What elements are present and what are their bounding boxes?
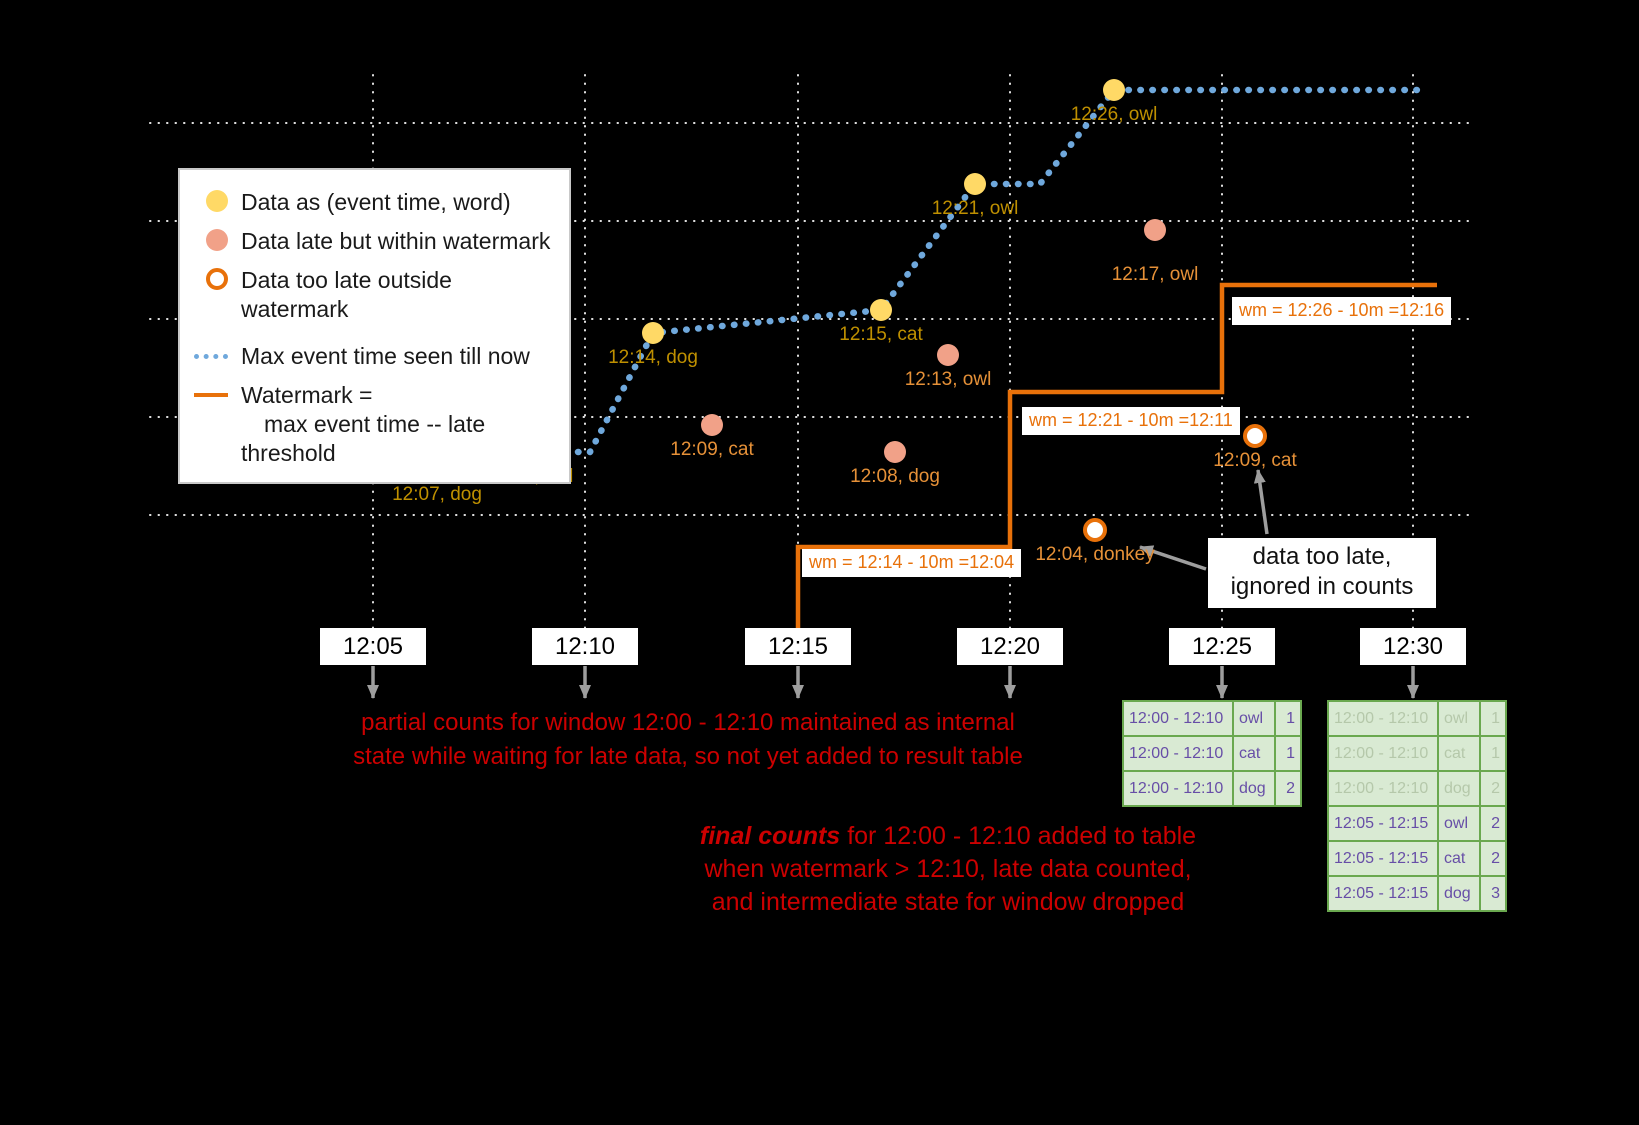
legend-label: Data as (event time, word) — [241, 189, 511, 215]
watermark-label-line1: Watermark = — [241, 382, 373, 408]
note-line: data too late, — [1252, 543, 1392, 570]
note-line: when watermark > 12:10, late data counte… — [704, 855, 1192, 883]
result-table-cell-word: owl — [1439, 807, 1479, 840]
note-line: and intermediate state for window droppe… — [711, 888, 1185, 916]
max-event-time-line — [526, 86, 1424, 456]
result-table-cell-window: 12:00 - 12:10 — [1124, 772, 1232, 805]
legend-item-on-time: Data as (event time, word) — [194, 183, 555, 219]
result-table-cell-window: 12:00 - 12:10 — [1124, 702, 1232, 735]
note-line: state while waiting for late data, so no… — [353, 743, 1023, 770]
result-table-cell-window: 12:00 - 12:10 — [1329, 772, 1437, 805]
watermark-value-label-1: wm = 12:14 - 10m =12:04 — [802, 549, 1022, 577]
result-table-cell-count: 1 — [1276, 702, 1300, 735]
too-late-note: data too late, ignored in counts — [1208, 538, 1436, 608]
result-table-cell-window: 12:00 - 12:10 — [1329, 737, 1437, 770]
axis-arrows — [367, 666, 1419, 699]
note-line: ignored in counts — [1230, 573, 1414, 600]
result-table-cell-word: cat — [1439, 737, 1479, 770]
watermark-line-icon — [194, 393, 228, 397]
legend-item-late: Data late but within watermark — [194, 222, 555, 258]
result-table-cell-window: 12:00 - 12:10 — [1124, 737, 1232, 770]
legend-label: Max event time seen till now — [241, 343, 530, 369]
final-counts-emphasis: final counts — [699, 822, 841, 850]
note-line-rest: for 12:00 - 12:10 added to table — [847, 822, 1197, 850]
result-table-cell-window: 12:05 - 12:15 — [1329, 877, 1437, 910]
watermark-value-label-2: wm = 12:21 - 10m =12:11 — [1022, 407, 1240, 435]
legend-item-max-event-time: Max event time seen till now — [194, 337, 555, 373]
result-table-cell-word: owl — [1234, 702, 1274, 735]
result-table-cell-count: 2 — [1276, 772, 1300, 805]
watermark-line — [795, 282, 1437, 650]
result-table-cell-word: dog — [1439, 772, 1479, 805]
result-table-cell-word: cat — [1439, 842, 1479, 875]
partial-counts-note: partial counts for window 12:00 - 12:10 … — [318, 706, 1058, 774]
result-table-cell-count: 1 — [1276, 737, 1300, 770]
result-table-cell-count: 3 — [1481, 877, 1505, 910]
result-table-cell-count: 2 — [1481, 772, 1505, 805]
result-table-cell-count: 2 — [1481, 842, 1505, 875]
legend-label: Data too late outside watermark — [241, 267, 452, 322]
legend-label: Watermark = max event time -- late thres… — [241, 381, 555, 468]
result-table-cell-window: 12:05 - 12:15 — [1329, 842, 1437, 875]
max-event-time-line-icon — [194, 354, 228, 359]
result-table-cell-word: cat — [1234, 737, 1274, 770]
legend: Data as (event time, word) Data late but… — [178, 168, 571, 484]
watermark-value-label-3: wm = 12:26 - 10m =12:16 — [1232, 297, 1452, 325]
legend-item-watermark: Watermark = max event time -- late thres… — [194, 376, 555, 468]
result-table-cell-word: owl — [1439, 702, 1479, 735]
too-late-pointer-arrows — [1139, 469, 1269, 571]
watermark-label-line2: max event time -- late threshold — [241, 411, 486, 466]
legend-label: Data late but within watermark — [241, 228, 551, 254]
result-table-cell-window: 12:00 - 12:10 — [1329, 702, 1437, 735]
result-table-cell-count: 2 — [1481, 807, 1505, 840]
too-late-ring-icon — [206, 268, 228, 290]
result-table-cell-count: 1 — [1481, 702, 1505, 735]
result-table-cell-word: dog — [1234, 772, 1274, 805]
result-table-cell-word: dog — [1439, 877, 1479, 910]
result-table-cell-count: 1 — [1481, 737, 1505, 770]
note-line: partial counts for window 12:00 - 12:10 … — [361, 709, 1015, 736]
result-table-cell-window: 12:05 - 12:15 — [1329, 807, 1437, 840]
legend-item-too-late: Data too late outside watermark — [194, 261, 555, 324]
late-dot-icon — [206, 229, 228, 251]
on-time-dot-icon — [206, 190, 228, 212]
